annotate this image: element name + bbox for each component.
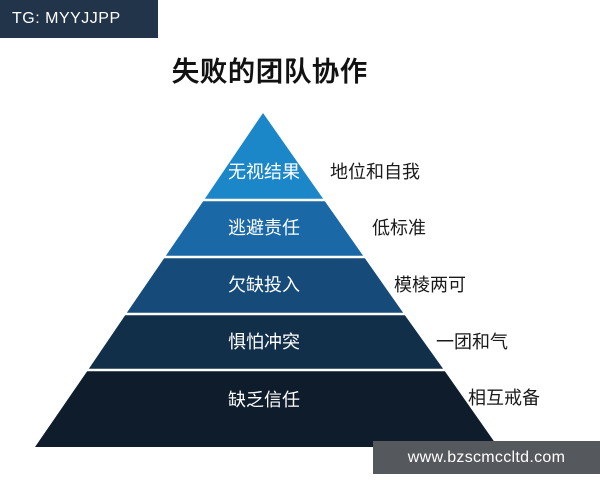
pyramid-level-5-side-label: 相互戒备 [468, 388, 540, 408]
pyramid-level-4-side-label: 一团和气 [436, 332, 508, 352]
pyramid-level-3-side-label: 模棱两可 [394, 275, 466, 295]
watermark-bottom-text: www.bzscmccltd.com [407, 448, 566, 466]
pyramid-level-1-side-label: 地位和自我 [330, 162, 420, 182]
pyramid-level-1-label: 无视结果 [228, 162, 300, 182]
pyramid-level-5-label: 缺乏信任 [228, 390, 300, 410]
pyramid-level-3 [126, 257, 404, 314]
watermark-top-text: TG: MYYJJPP [12, 10, 121, 27]
watermark-top-banner: TG: MYYJJPP [0, 0, 158, 38]
pyramid-level-2 [165, 200, 364, 257]
pyramid-level-2-label: 逃避责任 [228, 218, 300, 238]
pyramid-level-3-label: 欠缺投入 [228, 275, 300, 295]
pyramid-level-1 [204, 113, 324, 200]
page-title: 失败的团队协作 [172, 57, 368, 87]
watermark-bottom-banner: www.bzscmccltd.com [373, 441, 600, 474]
pyramid-level-5 [35, 370, 498, 447]
pyramid-level-4-label: 惧怕冲突 [228, 332, 300, 352]
pyramid-level-4 [88, 314, 444, 370]
pyramid-level-2-side-label: 低标准 [372, 218, 426, 238]
